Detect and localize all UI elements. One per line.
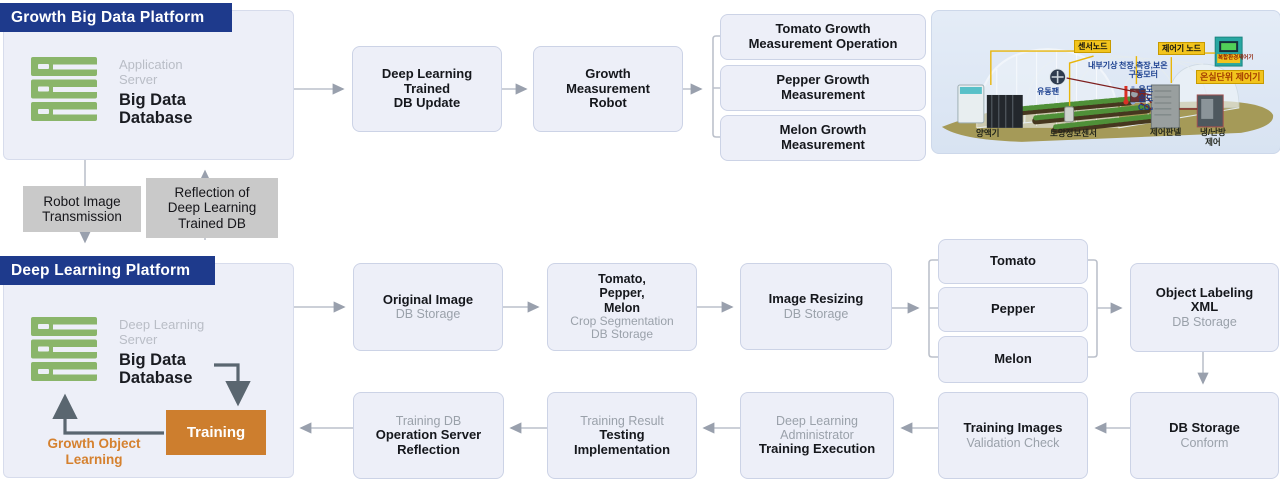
node-object-labeling-title: Object Labeling XML xyxy=(1155,284,1254,315)
training-box: Training xyxy=(166,410,266,455)
node-crop-segmentation: Tomato, Pepper, Melon Crop Segmentation … xyxy=(547,263,697,351)
node-db-conform: DB Storage Conform xyxy=(1130,392,1279,479)
node-db-conform-sub: Conform xyxy=(1180,435,1229,450)
node-crop-segmentation-sub: Crop Segmentation DB Storage xyxy=(570,313,674,342)
hvac-label: 냉/난방 제어 xyxy=(1200,127,1226,147)
controller-node-label: 제어기 노드 xyxy=(1158,42,1206,55)
complex-controller-label: 복합환경제어기 xyxy=(1218,55,1254,61)
node-validation-check-sub: Validation Check xyxy=(966,435,1060,450)
node-crop-segmentation-title: Tomato, Pepper, Melon xyxy=(598,272,646,315)
node-testing-implementation: Training Result Testing Implementation xyxy=(547,392,697,479)
node-melon-label: Melon xyxy=(994,351,1032,367)
control-panel-label: 제어판넬 xyxy=(1150,127,1182,137)
node-validation-check: Training Images Validation Check xyxy=(938,392,1088,479)
application-server-label: Application Server xyxy=(119,57,183,88)
greenhouse-illustration xyxy=(941,36,1274,142)
node-object-labeling: Object Labeling XML DB Storage xyxy=(1130,263,1279,352)
node-image-resizing: Image Resizing DB Storage xyxy=(740,263,892,350)
node-pepper-growth: Pepper Growth Measurement xyxy=(720,65,926,111)
drive-motor-label: 천장,측장,보온 구동모터 xyxy=(1119,61,1168,79)
node-tomato: Tomato xyxy=(938,239,1088,284)
deep-learning-platform-title: Deep Learning Platform xyxy=(0,256,215,285)
server-stack-icon xyxy=(31,317,97,381)
node-training-execution: Deep Learning Administrator Training Exe… xyxy=(740,392,894,479)
big-data-platform-box: Application Server Big Data Database xyxy=(3,10,294,160)
node-image-resizing-sub: DB Storage xyxy=(783,306,849,321)
node-melon-growth-label: Melon Growth Measurement xyxy=(779,122,867,152)
training-loop-arrows xyxy=(52,363,251,435)
big-data-database-label: Big Data Database xyxy=(119,350,193,387)
node-melon: Melon xyxy=(938,336,1088,383)
node-operation-server-reflection-sub: Training DB xyxy=(395,413,462,428)
node-testing-implementation-title: Testing Implementation xyxy=(573,426,671,457)
big-data-platform-title: Growth Big Data Platform xyxy=(0,3,232,32)
node-measurement-robot-label: Growth Measurement Robot xyxy=(566,65,650,111)
node-operation-server-reflection: Training DB Operation Server Reflection xyxy=(353,392,504,479)
sensor-node-label: 센서노드 xyxy=(1074,40,1112,53)
growth-object-learning-label: Growth Object Learning xyxy=(47,436,141,467)
node-operation-server-reflection-title: Operation Server Reflection xyxy=(375,426,482,457)
env-values-label: 온도 습도 CO₂ xyxy=(1138,85,1154,112)
indoor-weather-label: 내부기상 xyxy=(1088,61,1118,70)
node-testing-implementation-sub: Training Result xyxy=(580,413,664,428)
reflection-trained-db-label: Reflection of Deep Learning Trained DB xyxy=(146,178,278,238)
node-image-resizing-title: Image Resizing xyxy=(768,291,864,307)
node-tomato-growth-label: Tomato Growth Measurement Operation xyxy=(748,21,898,51)
node-melon-growth: Melon Growth Measurement xyxy=(720,115,926,161)
node-pepper-growth-label: Pepper Growth Measurement xyxy=(776,72,870,102)
node-pepper-label: Pepper xyxy=(990,301,1036,317)
node-validation-check-title: Training Images xyxy=(963,420,1063,436)
node-measurement-robot: Growth Measurement Robot xyxy=(533,46,683,132)
robot-image-transmission-label: Robot Image Transmission xyxy=(23,186,141,232)
unit-controller-label: 온실단위 제어기 xyxy=(1196,70,1265,84)
big-data-database-label: Big Data Database xyxy=(119,90,193,127)
node-original-image-sub: DB Storage xyxy=(395,307,461,322)
node-db-update: Deep Learning Trained DB Update xyxy=(352,46,502,132)
node-db-conform-title: DB Storage xyxy=(1169,420,1240,436)
fan-label: 유동팬 xyxy=(1037,87,1060,96)
node-original-image-title: Original Image xyxy=(382,291,474,307)
node-training-execution-sub: Deep Learning Administrator xyxy=(775,414,858,443)
node-object-labeling-sub: DB Storage xyxy=(1172,315,1237,330)
node-original-image: Original Image DB Storage xyxy=(353,263,503,351)
node-pepper: Pepper xyxy=(938,287,1088,332)
deep-learning-server-label: Deep Learning Server xyxy=(119,317,205,348)
soil-sensor-label: 토양정보센서 xyxy=(1050,128,1097,138)
node-training-execution-title: Training Execution xyxy=(758,441,876,457)
node-tomato-label: Tomato xyxy=(990,253,1036,269)
deep-learning-platform-box: Deep Learning Server Big Data Database T… xyxy=(3,263,294,478)
nutrient-label: 양액기 xyxy=(976,128,1000,138)
server-stack-icon xyxy=(31,57,97,121)
node-db-update-label: Deep Learning Trained DB Update xyxy=(381,65,473,111)
node-tomato-growth: Tomato Growth Measurement Operation xyxy=(720,14,926,60)
greenhouse-image: 센서노드 제어기 노드 내부기상 천장,측장,보온 구동모터 온도 습도 CO₂… xyxy=(931,10,1280,154)
